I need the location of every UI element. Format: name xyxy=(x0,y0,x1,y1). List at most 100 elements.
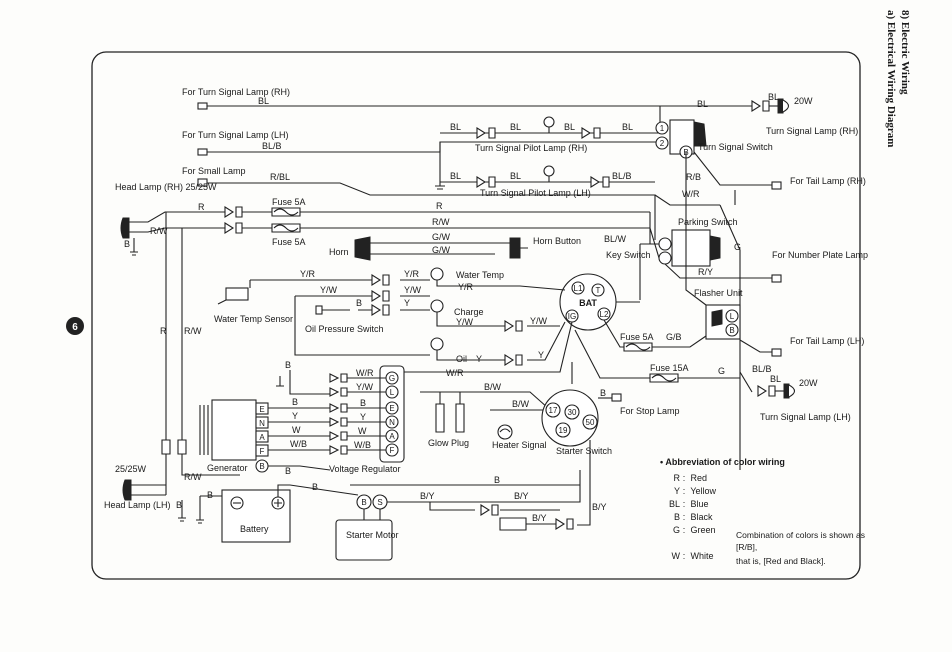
starter-motor-body xyxy=(335,519,393,561)
turn-rh-lamp-base xyxy=(777,98,784,114)
wire-label-wr-reg: W/R xyxy=(356,368,374,378)
parking-switch-body xyxy=(671,229,711,267)
oil-connector xyxy=(371,304,390,316)
wire-label-w-gen: W xyxy=(292,425,301,435)
turn-switch-terminal-1 xyxy=(655,121,669,135)
tail-rh-connector xyxy=(771,181,782,190)
parking-terminal-2 xyxy=(658,251,672,265)
wire-wr-top xyxy=(654,194,720,206)
battery-plus-icon xyxy=(274,499,282,507)
turn-signal-lh-feed-connector xyxy=(197,148,208,156)
glow-plug-label: Glow Plug xyxy=(428,438,469,448)
wire-label-yr-3: Y/R xyxy=(458,282,474,292)
wire-fuse15 xyxy=(574,329,740,379)
turn-lh-watt: 20W xyxy=(799,378,818,388)
wire-label-bl-1: BL xyxy=(258,96,269,106)
number-plate-label: For Number Plate Lamp xyxy=(772,250,868,260)
tail-lh-label: For Tail Lamp (LH) xyxy=(790,336,864,346)
wire-g-long xyxy=(719,190,741,470)
fuse-5a-2-icon xyxy=(273,224,299,232)
key-terminal-ig-label: IG xyxy=(568,312,576,321)
number-plate-connector xyxy=(771,274,782,283)
fuse-15a-icon xyxy=(651,374,677,382)
heater-signal-label: Heater Signal xyxy=(492,440,547,450)
wire-label-b-oil: B xyxy=(356,298,362,308)
generator-label: Generator xyxy=(207,463,248,473)
water-temp-label: Water Temp xyxy=(456,270,504,280)
wire-label-wr-2: W/R xyxy=(446,368,464,378)
fuse-5a-3-label: Fuse 5A xyxy=(620,332,654,342)
flasher-unit-label: Flasher Unit xyxy=(694,288,743,298)
head-lamp-lh-watt: 25/25W xyxy=(115,464,147,474)
wire-label-y-reg: Y xyxy=(360,412,366,422)
pilot-lh-connector-1 xyxy=(476,176,496,188)
wire-label-wb-reg: W/B xyxy=(354,440,371,450)
wire-label-by-right: B/Y xyxy=(592,502,607,512)
charge-label: Charge xyxy=(454,307,484,317)
wire-b-gen-out xyxy=(268,465,331,471)
oil-lamp-icon xyxy=(430,337,444,351)
turn-rh-watt: 20W xyxy=(794,96,813,106)
motor-terminal-s-label: S xyxy=(377,498,382,507)
turn-lh-lamp-base xyxy=(783,383,790,399)
horn-button-leads xyxy=(495,242,528,249)
wire-label-rw-hl: R/W xyxy=(150,226,168,236)
wire-label-wb-gen: W/B xyxy=(290,439,307,449)
wire-label-blb-3: BL/B xyxy=(752,364,772,374)
key-switch-label: Key Switch xyxy=(606,250,651,260)
horn-button-icon xyxy=(509,237,521,259)
wire-by-motor xyxy=(387,470,581,511)
water-temp-sensor-leads xyxy=(217,280,251,305)
fuse-5a-2-label: Fuse 5A xyxy=(272,237,306,247)
turn-pilot-rh-label: Turn Signal Pilot Lamp (RH) xyxy=(475,143,587,153)
generator-wires xyxy=(268,407,330,451)
svg-text:F: F xyxy=(390,446,395,455)
svg-text:50: 50 xyxy=(586,418,595,427)
oil-pressure-switch-label: Oil Pressure Switch xyxy=(305,324,384,334)
regulator-leads xyxy=(347,377,386,451)
turn-signal-rh-feed-label: For Turn Signal Lamp (RH) xyxy=(182,87,290,97)
wire-label-r-hl: R xyxy=(198,202,205,212)
svg-text:N: N xyxy=(389,418,395,427)
wire-label-yw-2: Y/W xyxy=(404,285,422,295)
wire-label-b-stop: B xyxy=(600,388,606,398)
wire-label-rb-1: R/B xyxy=(686,172,701,182)
wire-wr-reg xyxy=(400,321,573,373)
head-lh-wires xyxy=(165,454,240,495)
wire-label-bl-5: BL xyxy=(564,122,575,132)
wire-label-r-left: R xyxy=(160,326,167,336)
wire-rbl xyxy=(207,182,656,240)
head-lamp-lh-leads xyxy=(131,484,166,496)
battery-ground xyxy=(196,519,204,524)
wire-yr-right xyxy=(436,280,566,291)
wire-label-bw-1: B/W xyxy=(484,382,502,392)
key-terminal-l1 xyxy=(571,281,585,295)
wire-label-rbl: R/BL xyxy=(270,172,290,182)
generator-terminal-b-label: B xyxy=(259,462,264,471)
turn-switch-lever-icon xyxy=(693,121,707,147)
turn-switch-terminal-2-label: 2 xyxy=(660,139,665,148)
head-lh-ground xyxy=(178,500,186,522)
svg-text:F: F xyxy=(260,447,265,456)
head-lamp-rh-leads xyxy=(129,211,225,233)
key-terminal-t-label: T xyxy=(596,286,601,295)
wire-label-b-top: B xyxy=(285,360,291,370)
wire-label-b-reg: B xyxy=(360,398,366,408)
turn-rh-connector xyxy=(751,100,770,112)
svg-text:30: 30 xyxy=(568,408,577,417)
wire-label-gw-2: G/W xyxy=(432,245,451,255)
wire-blw xyxy=(639,243,659,300)
wire-label-yw-4: Y/W xyxy=(530,316,548,326)
head-rh-connector-1 xyxy=(224,206,243,218)
pilot-rh-connector-2 xyxy=(581,127,601,139)
legend-item: B: Black xyxy=(673,512,713,522)
wire-label-blw: BL/W xyxy=(604,234,627,244)
stop-lamp-connector xyxy=(611,393,622,402)
wire-ry xyxy=(664,263,772,279)
horn-label: Horn xyxy=(329,247,349,257)
wire-yw-right xyxy=(436,312,560,327)
wire-label-wr-1: W/R xyxy=(682,189,700,199)
horn-wires xyxy=(370,242,495,255)
generator-fins-icon xyxy=(199,405,209,455)
wire-label-by-1: B/Y xyxy=(420,491,435,501)
